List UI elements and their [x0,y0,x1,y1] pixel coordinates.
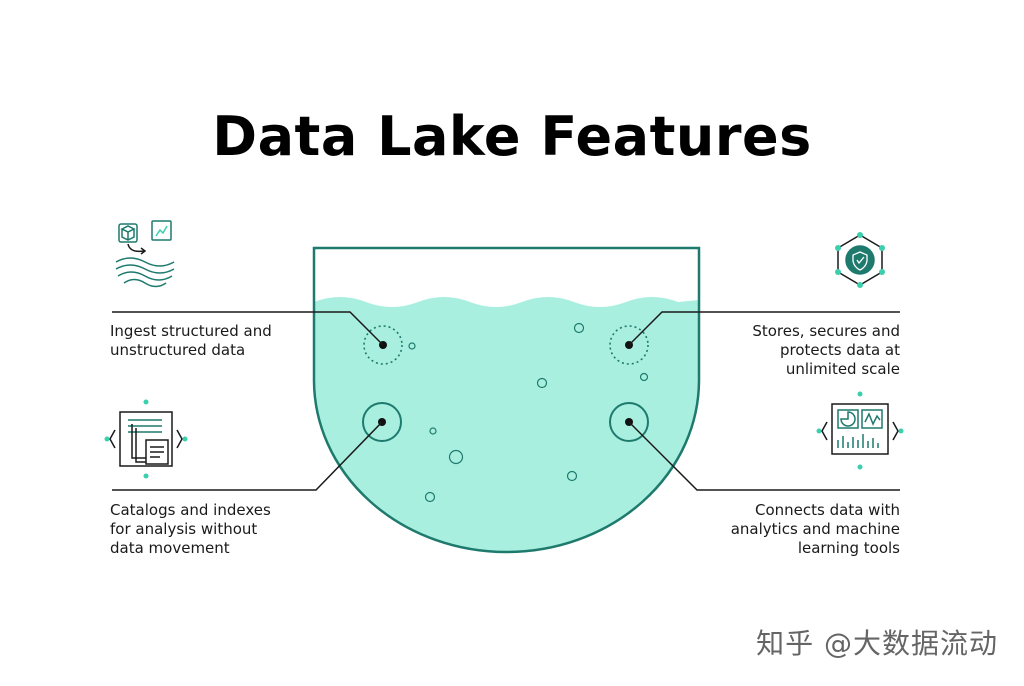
feature-line: data movement [110,539,230,557]
bubble [566,470,578,482]
bubble [639,372,649,382]
feature-label-connects: Connects data with analytics and machine… [731,501,900,558]
dashboard-analytics-icon [816,391,904,470]
marker-ring-stores [609,325,649,365]
feature-line: Stores, secures and [752,322,900,340]
feature-line: learning tools [797,539,900,557]
ingest-waves-icon [115,220,175,288]
shield-network-icon [835,232,885,288]
feature-line: analytics and machine [730,520,900,538]
feature-line: for analysis without [110,520,258,538]
feature-line: unlimited scale [785,360,900,378]
feature-label-catalogs: Catalogs and indexes for analysis withou… [110,501,271,558]
leader-line-ingest [112,311,384,346]
leader-line-connects [628,421,900,491]
feature-line: Ingest structured and [110,322,272,340]
bubble [429,427,437,435]
leader-line-stores [628,311,900,346]
lake-water [314,297,699,552]
feature-line: Catalogs and indexes [110,501,271,519]
feature-line: Connects data with [755,501,900,519]
bubble [448,449,464,465]
bubble [536,377,548,389]
marker-ring-catalogs [362,402,402,442]
watermark: 知乎 @大数据流动 [756,627,998,660]
document-stack-icon [104,399,188,479]
lake-container [312,246,701,554]
leader-line-catalogs [112,421,383,491]
bubble [424,491,436,503]
feature-line: unstructured data [110,341,246,359]
marker-ring-ingest [363,325,403,365]
marker-ring-connects [609,402,649,442]
feature-label-ingest: Ingest structured and unstructured data [110,322,272,360]
bubble [573,322,585,334]
feature-label-stores: Stores, secures and protects data at unl… [752,322,900,379]
bubbles [408,322,649,503]
feature-line: protects data at [780,341,900,359]
bubble [408,342,416,350]
page-title: Data Lake Features [212,105,812,168]
